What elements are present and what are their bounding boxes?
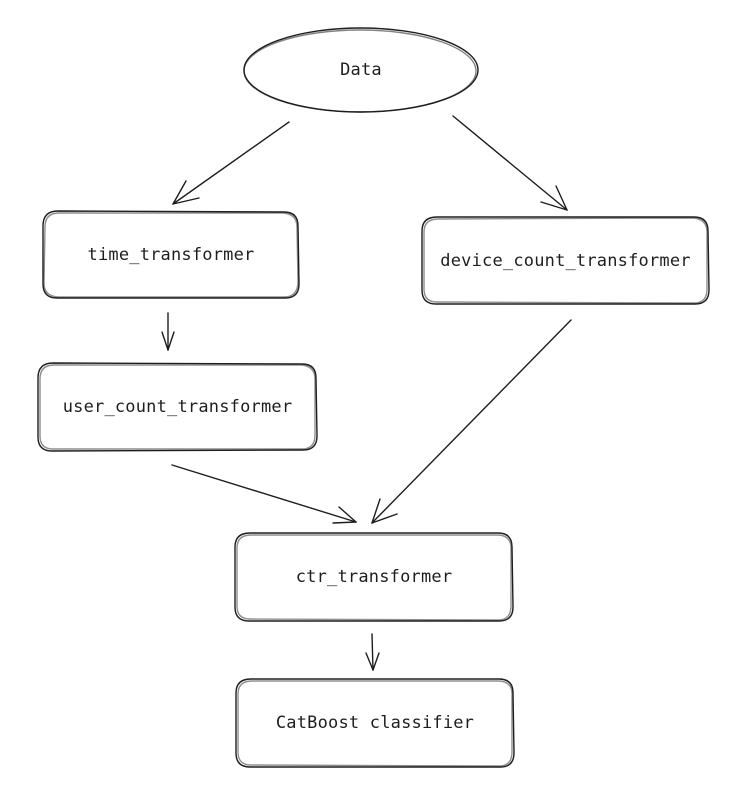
node-device-count-transformer-shape[interactable] (421, 216, 710, 305)
edge-device-count-to-ctr-transformer (371, 319, 572, 524)
edge-data-to-time-transformer (172, 121, 290, 205)
edge-data-to-device-count-transformer (452, 115, 568, 211)
node-user-count-transformer-shape[interactable] (37, 362, 318, 452)
node-device-count-transformer-label: device_count_transformer (440, 250, 691, 271)
node-time-transformer-shape[interactable] (42, 210, 300, 299)
node-ctr-transformer-label: ctr_transformer (295, 567, 453, 587)
node-catboost-classifier-shape[interactable] (235, 678, 515, 768)
node-ctr-transformer-shape[interactable] (234, 532, 514, 622)
node-data-label: Data (340, 60, 382, 80)
node-data-shape[interactable] (243, 27, 479, 113)
node-user-count-transformer-label: user_count_transformer (62, 397, 293, 417)
edge-user-count-to-ctr-transformer (171, 464, 357, 524)
edge-time-to-user-count-transformer (161, 312, 175, 351)
edge-ctr-to-catboost-classifier (365, 633, 380, 671)
node-catboost-classifier-label: CatBoost classifier (275, 713, 475, 733)
node-time-transformer-label: time_transformer (87, 244, 255, 265)
